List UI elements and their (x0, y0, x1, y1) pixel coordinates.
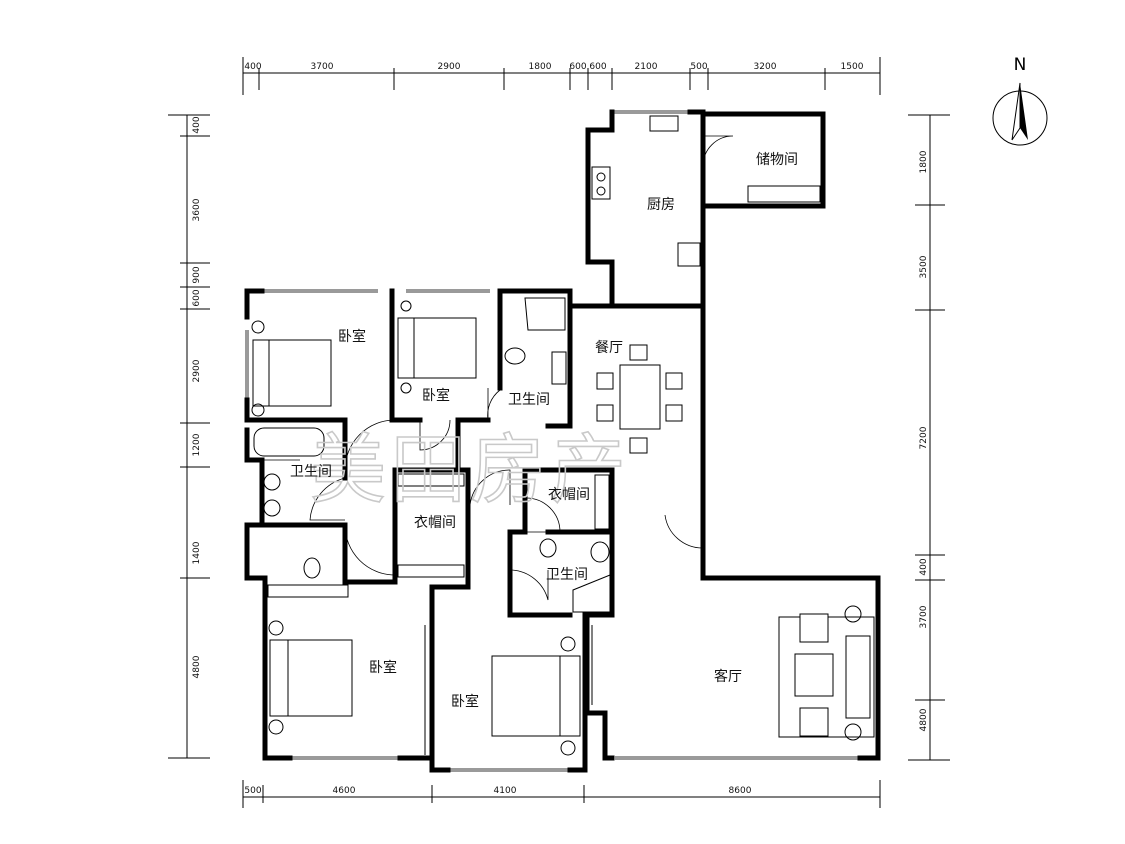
walls (244, 109, 881, 773)
room-label-closet-mid: 衣帽间 (414, 515, 456, 531)
wardrobe-icon (594, 474, 610, 530)
chair-icon (665, 404, 683, 422)
room-label-bath-north: 卫生间 (508, 392, 550, 408)
right-dimension-line: 1800 3500 7200 400 3700 4800 (908, 114, 950, 761)
room-label-storage: 储物间 (756, 152, 798, 168)
top-dim-4: 1800 (529, 62, 552, 72)
wardrobe-icon (397, 473, 465, 487)
nightstand-icon (400, 382, 412, 394)
nightstand-icon (251, 403, 265, 417)
room-label-bedroom-n2: 卧室 (422, 387, 450, 404)
toilet-icon (504, 347, 526, 365)
bed-icon (491, 655, 581, 737)
toilet-icon (303, 557, 321, 579)
storage-shelf-icon (747, 185, 821, 203)
sofa-icon (845, 635, 871, 719)
armchair-icon (799, 613, 829, 643)
nightstand-icon (268, 719, 284, 735)
shower-icon (524, 297, 566, 331)
furniture (251, 115, 875, 756)
nightstand-icon (560, 636, 576, 652)
right-dim-2: 3500 (919, 255, 929, 278)
doors (262, 135, 734, 601)
nightstand-icon (251, 320, 265, 334)
top-dim-2: 3700 (311, 62, 334, 72)
dining-table-icon (619, 364, 661, 430)
left-dim-7: 1400 (192, 541, 202, 564)
top-dim-8: 500 (690, 62, 707, 72)
watermark-text: 美田房产 (310, 425, 630, 514)
top-dim-9: 3200 (754, 62, 777, 72)
washbasin-icon (551, 351, 567, 385)
fridge-icon (677, 242, 701, 267)
shower-icon (572, 574, 611, 613)
bottom-dim-2: 4600 (333, 786, 356, 796)
bathtub-icon (253, 427, 325, 457)
room-label-bath-west: 卫生间 (290, 464, 332, 480)
left-dim-8: 4800 (192, 655, 202, 678)
top-dim-1: 400 (244, 62, 261, 72)
room-label-bedroom-nw: 卧室 (338, 328, 366, 345)
room-labels: 厨房 储物间 餐厅 卧室 卧室 卫生间 卫生间 衣帽间 衣帽间 卫生间 卧室 卧… (290, 152, 798, 710)
right-dim-3: 7200 (919, 426, 929, 449)
armchair-icon (799, 707, 829, 737)
chair-icon (665, 372, 683, 390)
left-dim-4: 600 (192, 289, 202, 306)
nightstand-icon (400, 300, 412, 312)
chair-icon (629, 344, 648, 361)
left-dim-3: 900 (192, 266, 202, 283)
top-dim-6: 600 (589, 62, 606, 72)
left-dim-2: 3600 (192, 198, 202, 221)
room-label-dining: 餐厅 (595, 340, 623, 356)
room-label-bedroom-s: 卧室 (451, 693, 479, 710)
bed-icon (252, 339, 332, 407)
wardrobe-icon (267, 584, 349, 598)
room-label-living: 客厅 (714, 668, 742, 685)
left-dim-1: 400 (192, 116, 202, 133)
left-dim-5: 2900 (192, 359, 202, 382)
nightstand-icon (560, 740, 576, 756)
chair-icon (596, 404, 614, 422)
right-dim-4: 400 (919, 558, 929, 575)
top-dim-10: 1500 (841, 62, 864, 72)
chair-icon (629, 437, 648, 454)
room-label-kitchen: 厨房 (647, 197, 675, 213)
nightstand-icon (268, 620, 284, 636)
washbasin-icon (263, 473, 281, 491)
bottom-dim-1: 500 (244, 786, 261, 796)
bottom-dimension-line: 500 4600 4100 8600 (242, 780, 881, 808)
top-dim-7: 2100 (635, 62, 658, 72)
toilet-icon (539, 538, 557, 558)
bed-icon (397, 317, 477, 379)
compass-label: N (1014, 55, 1027, 75)
stove-icon (591, 166, 611, 200)
right-dim-5: 3700 (919, 605, 929, 628)
coffee-table-icon (794, 653, 834, 697)
washbasin-icon (590, 541, 610, 563)
north-compass: N (992, 55, 1048, 146)
left-dim-6: 1200 (192, 433, 202, 456)
bottom-dim-4: 8600 (729, 786, 752, 796)
wardrobe-icon (397, 564, 465, 578)
right-dim-1: 1800 (919, 150, 929, 173)
bottom-dim-3: 4100 (494, 786, 517, 796)
chair-icon (596, 372, 614, 390)
bed-icon (269, 639, 353, 717)
top-dim-5: 600 (569, 62, 586, 72)
right-dim-6: 4800 (919, 708, 929, 731)
left-dimension-line: 400 3600 900 600 2900 1200 1400 4800 (168, 114, 210, 759)
washbasin-icon (263, 499, 281, 517)
room-label-bedroom-sw: 卧室 (369, 659, 397, 676)
room-label-bath-south: 卫生间 (546, 567, 588, 583)
room-label-closet-east: 衣帽间 (548, 487, 590, 503)
top-dim-3: 2900 (438, 62, 461, 72)
sink-icon (649, 115, 679, 132)
top-dimension-line: 400 3700 2900 1800 600 600 2100 500 3200… (242, 57, 881, 95)
